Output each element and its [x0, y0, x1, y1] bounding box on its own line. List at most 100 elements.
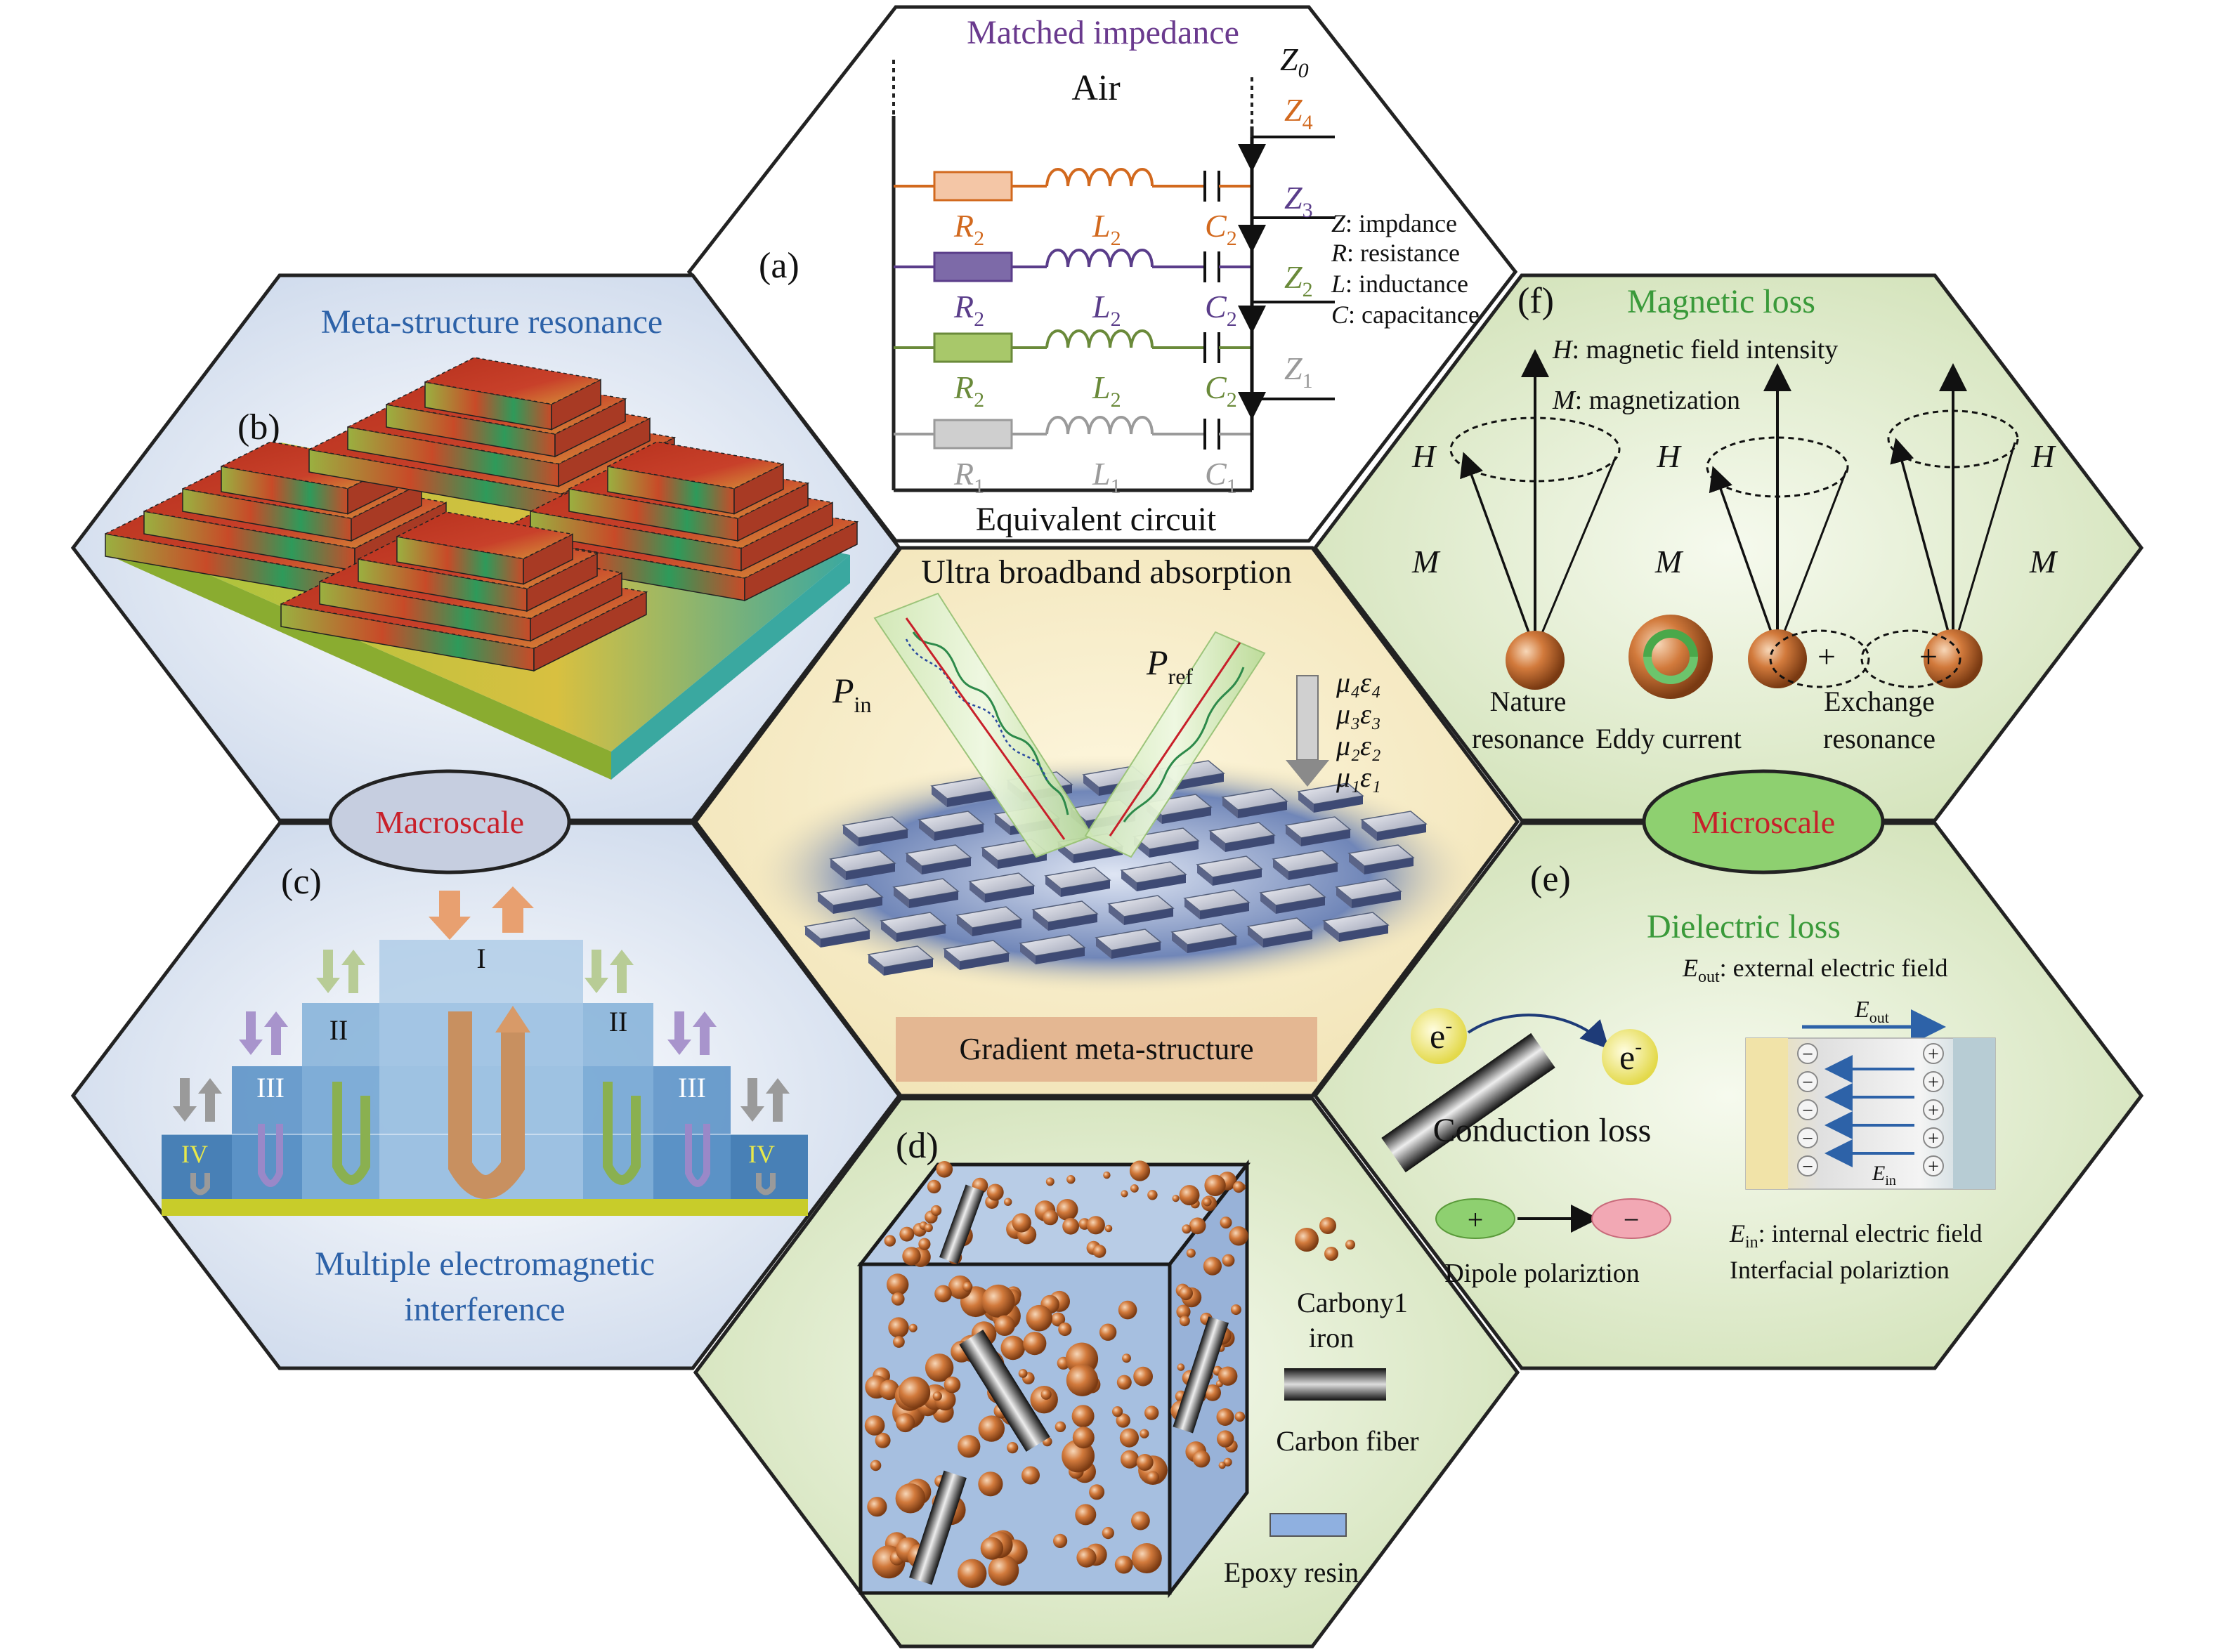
meta-tile-edge: [1222, 797, 1238, 818]
iron-particle: [1000, 1335, 1026, 1361]
exchange-ellipse-right: [1887, 409, 2019, 468]
carbon-fiber-2: [909, 1470, 967, 1585]
level-label-iv-left: IV: [181, 1140, 208, 1168]
meta-tile-front: [1225, 835, 1274, 852]
positive-charge: [1923, 1127, 1944, 1148]
meta-tile-edge: [906, 853, 922, 874]
exchange-sphere-left: [1748, 629, 1807, 688]
meta-tile-front: [1048, 914, 1097, 931]
iron-particle: [1026, 1304, 1052, 1332]
iron-particle: [1089, 1484, 1105, 1500]
legend-epoxy-swatch: [1269, 1513, 1347, 1537]
iron-particle: [1218, 1462, 1226, 1469]
meta-tile-front: [1187, 936, 1236, 953]
iron-particle: [1043, 1210, 1059, 1226]
meta-tile-front: [1175, 773, 1224, 790]
iron-particle: [884, 1235, 896, 1247]
iron-particle: [1144, 1405, 1159, 1420]
center-caption: Gradient meta-structure: [959, 1032, 1253, 1066]
resistor: [933, 171, 1013, 202]
level-iv-arrows-left-up: [198, 1078, 222, 1122]
iron-particle: [1179, 1316, 1190, 1327]
interfacial-charges: −+−+−+−+−+: [1746, 1038, 1995, 1189]
reflected-ray: [1109, 642, 1241, 837]
iron-particle: [1058, 1322, 1072, 1337]
meta-tile-edge: [1121, 870, 1137, 891]
exchange-m-left: [1709, 466, 1779, 650]
meta-tile-front: [1314, 796, 1363, 813]
meta-tile-front: [1238, 801, 1287, 818]
iron-particle: [1216, 1408, 1234, 1426]
meta-tile-edge: [1109, 904, 1124, 925]
meta-tile-front: [833, 897, 882, 914]
ein-label: Ein: [1872, 1162, 1896, 1188]
iron-particle: [1179, 1286, 1193, 1301]
iron-particle: [1133, 1366, 1153, 1386]
meta-tile-front: [1061, 880, 1110, 897]
meta-tile-edge: [982, 848, 998, 869]
nature-label-1: Nature: [1490, 686, 1567, 717]
positive-charge-sign: +: [1928, 1100, 1939, 1122]
level-ii-arrows-left-down: [316, 950, 340, 993]
resistor-label: R2: [953, 369, 984, 412]
iron-particle: [1218, 1366, 1238, 1386]
negative-charge: [1797, 1155, 1818, 1176]
level-ii-arrows-right-down: [585, 950, 608, 993]
exchange-label-1: Exchange: [1824, 686, 1935, 717]
center-panel: Ultra broadband absorption Pin Pref μ₄ε₄…: [748, 553, 1479, 1082]
meta-tile-front: [1352, 891, 1401, 908]
exchange-plus-1: +: [1817, 638, 1836, 674]
interfacial-label: Interfacial polariztion: [1730, 1256, 1950, 1284]
iron-particle: [1045, 1177, 1055, 1186]
iron-particle: [1056, 1199, 1078, 1221]
capacitor-label: C1: [1205, 456, 1237, 498]
panel-a-tag: (a): [759, 246, 799, 286]
iron-particle: [1053, 1533, 1068, 1548]
level-i-loop: [448, 1011, 525, 1199]
meta-tile-front: [821, 931, 870, 948]
iron-particle: [1114, 1555, 1133, 1574]
resistor-label: R2: [953, 289, 984, 331]
meta-tile-edge: [1033, 910, 1048, 931]
iron-particle: [1007, 1442, 1019, 1454]
negative-charge-sign: −: [1802, 1100, 1813, 1122]
positive-charge: [1923, 1099, 1944, 1120]
iron-particle: [899, 1376, 931, 1408]
iron-particle: [1075, 1504, 1097, 1526]
meta-tile-front: [1364, 858, 1414, 874]
iron-particle: [932, 1391, 942, 1401]
iron-particle: [870, 1460, 882, 1471]
iron-particle: [944, 1376, 961, 1394]
meta-tile-edge: [818, 893, 833, 914]
meta-tile-edge: [894, 887, 909, 908]
m-label-2: M: [1654, 544, 1684, 579]
legend-fiber-label: Carbon fiber: [1276, 1425, 1418, 1457]
panel-e-title: Dielectric loss: [1647, 908, 1841, 945]
iron-particle: [1104, 1224, 1113, 1233]
negative-charge: [1797, 1043, 1818, 1064]
level-label-ii-left: II: [329, 1014, 348, 1046]
iron-particle: [1220, 1217, 1232, 1229]
layer-label-4: μ₄ε₄: [1336, 667, 1381, 698]
iron-particle: [948, 1275, 972, 1299]
iron-particle: [994, 1315, 1015, 1337]
meta-tile-edge: [970, 881, 985, 903]
panel-f: (f) Magnetic loss H: magnetic field inte…: [1411, 281, 2058, 754]
reflected-wave: [1123, 667, 1245, 822]
meta-tile-edge: [1184, 898, 1200, 919]
level-iv-loop-left: [190, 1173, 210, 1195]
iron-particle: [934, 1285, 952, 1303]
level-i-arrow-down: [429, 891, 471, 940]
meta-structure-render: [103, 357, 859, 780]
iron-particle: [1129, 1160, 1151, 1181]
panel-c-title-2: interference: [404, 1291, 565, 1328]
stack-left-tier-3-side: [351, 482, 422, 542]
meta-tile-front: [846, 863, 895, 880]
iron-particle: [1186, 1248, 1196, 1258]
hex-panel-a: [686, 5, 1518, 543]
legend-iron-label-2: iron: [1309, 1322, 1354, 1353]
exchange-coupling-left: [1769, 629, 1870, 688]
meta-tile-front: [1149, 841, 1199, 858]
meta-tile-edge: [1362, 820, 1377, 841]
iron-particle: [896, 1413, 915, 1433]
